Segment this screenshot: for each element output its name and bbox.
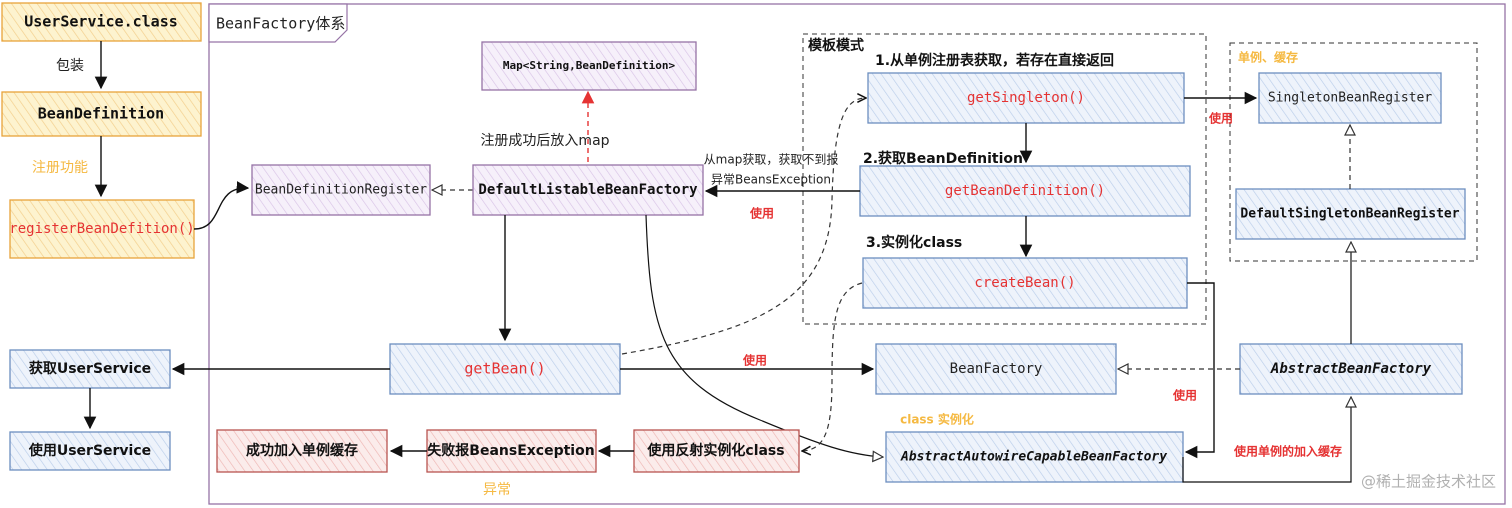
abstract-autowire-label: AbstractAutowireCapableBeanFactory: [900, 450, 1167, 465]
use-label-4: 使用: [1172, 388, 1197, 403]
use-singleton-cache-label: 使用单例的加入缓存: [1233, 444, 1342, 459]
singleton-group-title: 单例、缓存: [1238, 50, 1298, 65]
get-bean-definition-label: getBeanDefinition(): [945, 183, 1105, 199]
wrap-label: 包装: [56, 58, 84, 74]
bean-definition-register-node: BeanDefinitionRegister: [251, 164, 431, 216]
step2-label: 2.获取BeanDefinition: [863, 150, 1023, 167]
createbean-to-reflect-arrow: [802, 282, 863, 451]
use-userservice-node: 使用UserService: [9, 431, 171, 471]
userservice-class-label: UserService.class: [24, 13, 178, 31]
map-node: Map<String,BeanDefinition>: [481, 41, 697, 91]
bean-definition-register-label: BeanDefinitionRegister: [255, 183, 427, 198]
put-in-map-label: 注册成功后放入map: [480, 133, 609, 149]
abstract-autowire-node: AbstractAutowireCapableBeanFactory: [885, 431, 1184, 483]
map-get-line2: 异常BeansException: [711, 173, 831, 187]
extends-autowire-arrow: [645, 214, 883, 457]
abstract-bean-factory-label: AbstractBeanFactory: [1270, 361, 1432, 377]
step1-label: 1.从单例注册表获取，若存在直接返回: [875, 52, 1114, 69]
createbean-to-autowire-arrow: [1184, 282, 1215, 459]
default-singleton-register-label: DefaultSingletonBeanRegister: [1240, 207, 1459, 222]
beanfactory-frame: BeanFactory体系: [208, 3, 1506, 505]
create-bean-node: createBean(): [862, 257, 1188, 309]
userservice-class-node: UserService.class: [1, 2, 202, 42]
reflect-instantiate-label: 使用反射实例化class: [646, 442, 784, 459]
use-userservice-label: 使用UserService: [28, 442, 151, 459]
get-userservice-node: 获取UserService: [9, 349, 171, 389]
register-method-node: registerBeanDefition(): [9, 199, 195, 259]
exception-label: 异常: [483, 482, 511, 498]
extends-abstractbeanfactory-arrow: [1182, 397, 1351, 483]
bean-definition-node: BeanDefinition: [1, 91, 202, 137]
default-listable-label: DefaultListableBeanFactory: [478, 182, 698, 198]
bean-definition-label: BeanDefinition: [38, 105, 164, 123]
fail-exception-node: 失败报BeansException: [426, 429, 597, 473]
bean-factory-label: BeanFactory: [950, 361, 1043, 377]
register-label: 注册功能: [32, 160, 88, 176]
get-bean-label: getBean(): [464, 360, 545, 378]
map-label: Map<String,BeanDefinition>: [503, 59, 676, 72]
get-bean-node: getBean(): [389, 343, 621, 395]
singleton-cache-group: 单例、缓存: [1229, 42, 1478, 262]
watermark: @稀土掘金技术社区: [1361, 473, 1496, 491]
singleton-register-label: SingletonBeanRegister: [1268, 91, 1433, 106]
get-singleton-label: getSingleton(): [967, 90, 1085, 106]
get-bean-definition-node: getBeanDefinition(): [859, 165, 1191, 217]
success-cache-node: 成功加入单例缓存: [216, 429, 388, 473]
register-method-label: registerBeanDefition(): [9, 221, 194, 237]
class-instantiate-label: class 实例化: [900, 412, 974, 427]
use-label-1: 使用: [749, 206, 774, 221]
template-title: 模板模式: [808, 37, 864, 54]
getbean-to-getsingleton-arrow: [621, 98, 866, 355]
get-userservice-label: 获取UserService: [29, 360, 151, 377]
register-to-beandefinitionregister-arrow: [193, 181, 250, 230]
frame-title: BeanFactory体系: [216, 15, 345, 33]
default-listable-node: DefaultListableBeanFactory: [472, 164, 704, 216]
step3-label: 3.实例化class: [866, 234, 962, 251]
map-get-line1: 从map获取，获取不到报: [704, 152, 839, 167]
bean-factory-node: BeanFactory: [875, 343, 1117, 395]
reflect-instantiate-node: 使用反射实例化class: [633, 429, 800, 473]
template-pattern-group: 模板模式: [802, 33, 1207, 325]
create-bean-label: createBean(): [974, 275, 1075, 291]
success-cache-label: 成功加入单例缓存: [246, 442, 358, 459]
abstract-bean-factory-node: AbstractBeanFactory: [1239, 343, 1463, 395]
fail-exception-label: 失败报BeansException: [427, 442, 594, 459]
use-label-2: 使用: [742, 353, 767, 368]
get-singleton-node: getSingleton(): [867, 72, 1185, 124]
singleton-register-node: SingletonBeanRegister: [1258, 72, 1442, 124]
default-singleton-register-node: DefaultSingletonBeanRegister: [1235, 188, 1466, 240]
use-label-3: 使用: [1208, 111, 1233, 126]
